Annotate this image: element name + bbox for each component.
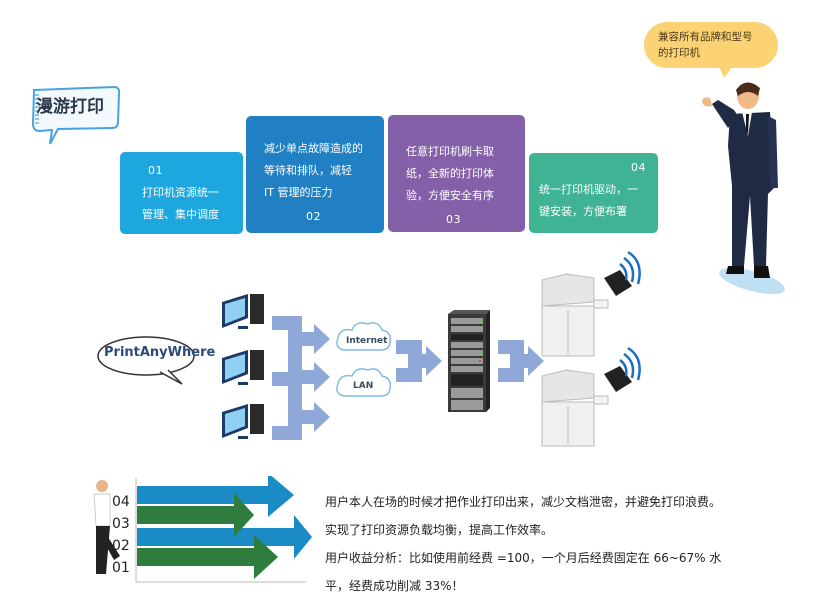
to-printers-arrow (498, 340, 544, 382)
feature-num: 02 (306, 210, 321, 223)
chart-arrow-03 (137, 493, 254, 537)
arrow-chart (135, 476, 312, 583)
client-computers (222, 294, 264, 439)
network-label: Internet (346, 336, 388, 346)
presenter-speech-text: 兼容所有品牌和型号 的打印机 (658, 29, 778, 61)
speech-bubble-tail (718, 64, 734, 78)
printer-icon (541, 346, 641, 447)
feature-card-01: 01 打印机资源统一 管理、集中调度 (120, 152, 243, 234)
presenter-speech-bubble (644, 22, 778, 68)
speech-line: 的打印机 (658, 47, 700, 59)
benefit-line: 实现了打印资源负载均衡，提高工作效率。 (325, 523, 554, 537)
benefit-line: 平，经费成功削减 33%！ (325, 579, 464, 593)
computer-icon (222, 404, 264, 439)
server-rack-icon (448, 310, 490, 412)
feature-text: 等待和排队，减轻 (264, 164, 352, 177)
to-server-arrow (396, 340, 442, 382)
feature-text: 纸，全新的打印体 (406, 167, 494, 180)
benefit-line: 用户收益分析：比如使用前经费 =100，一个月后经费固定在 66~67% 水 (325, 551, 722, 565)
title-bubble-shape (31, 85, 121, 145)
internet-cloud-icon (336, 322, 392, 351)
network-label: LAN (353, 381, 374, 391)
chart-axis (135, 478, 306, 583)
printanywhere-bubble-shape (97, 336, 195, 385)
feature-num: 01 (148, 164, 163, 177)
feature-card-04: 04 统一打印机驱动，一 键安装，方便布署 (529, 153, 658, 233)
feature-text: 管理、集中调度 (142, 208, 219, 221)
feature-card-03: 任意打印机刷卡取 纸，全新的打印体 验，方便安全有序 03 (388, 115, 525, 232)
feature-text: 打印机资源统一 (142, 186, 219, 199)
chart-arrow-01 (137, 535, 278, 579)
branch-arrows (272, 316, 330, 440)
printer-icon (541, 250, 641, 357)
chart-category-label: 01 (112, 560, 130, 576)
feature-num: 03 (446, 213, 461, 226)
title-label: 漫游打印 (36, 97, 104, 117)
computer-icon (222, 294, 264, 329)
chart-arrow-02 (137, 515, 312, 559)
lan-cloud-icon (336, 368, 392, 397)
benefit-line: 用户本人在场的时候才把作业打印出来，减少文档泄密，并避免打印浪费。 (325, 495, 722, 509)
feature-text: IT 管理的压力 (264, 186, 333, 199)
feature-text: 任意打印机刷卡取 (406, 145, 494, 158)
computer-icon (222, 350, 264, 385)
speech-line: 兼容所有品牌和型号 (658, 31, 753, 43)
printers (541, 250, 641, 447)
feature-text: 验，方便安全有序 (406, 189, 494, 202)
businessman-presenter-icon (702, 82, 785, 295)
chart-category-label: 04 (112, 494, 130, 510)
printanywhere-label: PrintAnyWhere (104, 345, 216, 360)
chart-arrow-04 (137, 476, 294, 517)
feature-text: 统一打印机驱动，一 (539, 183, 638, 196)
feature-card-02: 减少单点故障造成的 等待和排队，减轻 IT 管理的压力 02 (246, 116, 384, 233)
leaning-man-icon (93, 480, 120, 574)
feature-num: 04 (631, 161, 646, 174)
chart-category-label: 03 (112, 516, 130, 532)
feature-text: 键安装，方便布署 (539, 205, 627, 218)
chart-category-label: 02 (112, 538, 130, 554)
feature-text: 减少单点故障造成的 (264, 142, 363, 155)
